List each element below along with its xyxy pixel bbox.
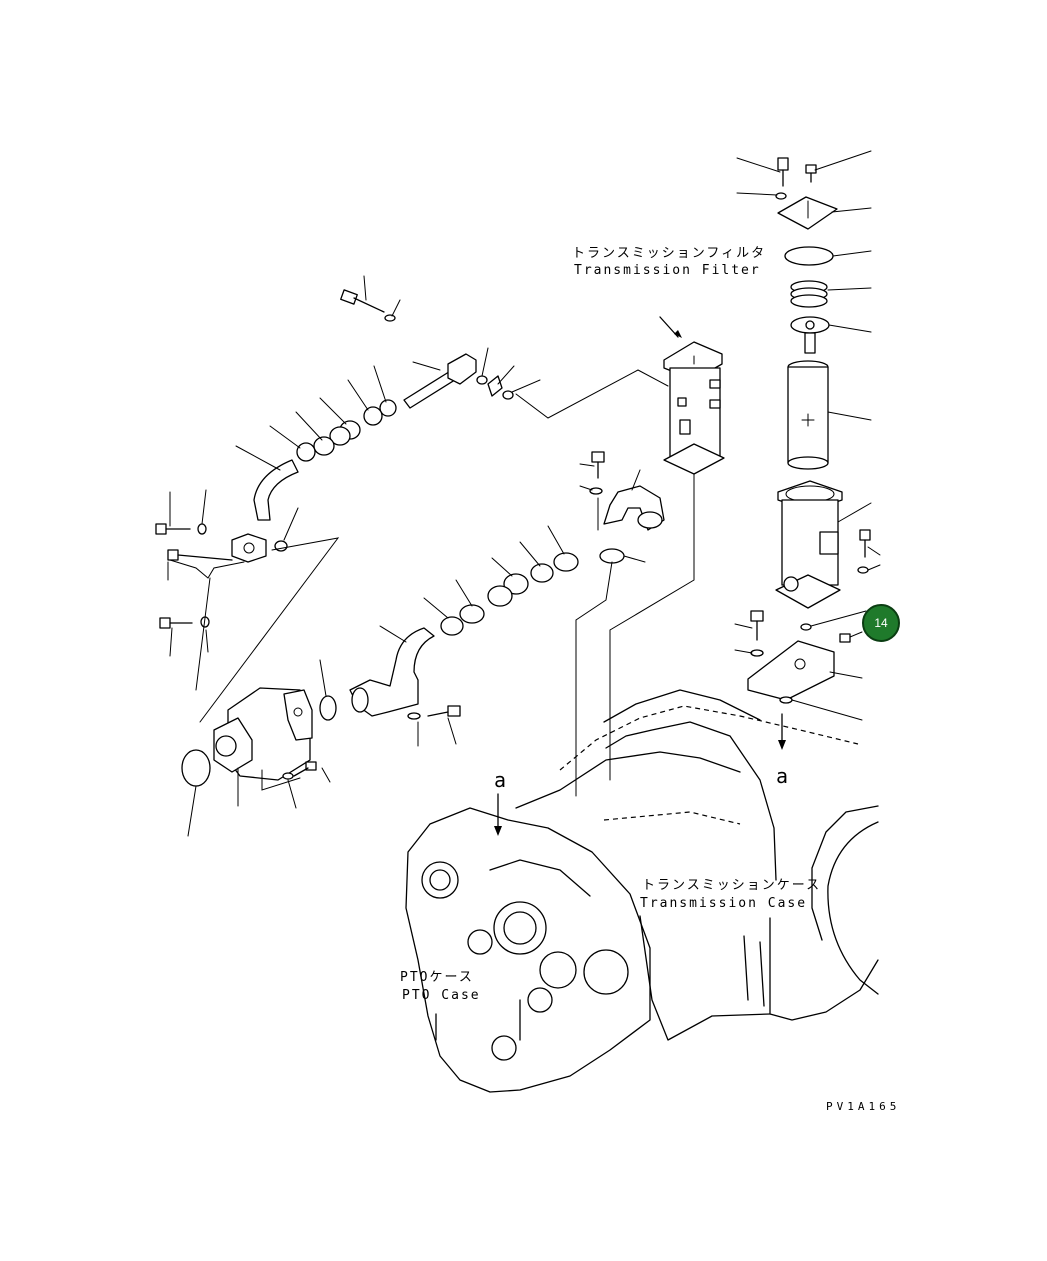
filter-exploded-stack: [747, 157, 871, 750]
ref-a-left: a: [494, 768, 507, 792]
leader-lines-left: [167, 275, 646, 837]
transmission-case-housing: [515, 689, 879, 1041]
pump-assembly: [181, 687, 337, 787]
pto-label-en: PTO Case: [402, 988, 481, 1003]
filter-label-en: Transmission Filter: [574, 263, 761, 278]
connection-lines: [169, 369, 695, 797]
ref-a-right: a: [776, 764, 789, 788]
drawing-code: PV1A165: [826, 1100, 901, 1113]
transmission-filter-assembly: [659, 316, 725, 475]
pto-label-jp: PTOケース: [400, 970, 474, 985]
part-callout-14[interactable]: 14: [862, 604, 900, 642]
pto-case-housing: [405, 793, 651, 1093]
center-hose-assembly: [349, 451, 665, 720]
leader-lines-right: [734, 150, 881, 721]
case-label-jp: トランスミッションケース: [642, 878, 822, 893]
upper-hose-assembly: [155, 289, 514, 629]
filter-label-jp: トランスミッションフィルタ: [572, 246, 767, 261]
case-label-en: Transmission Case: [640, 896, 808, 911]
